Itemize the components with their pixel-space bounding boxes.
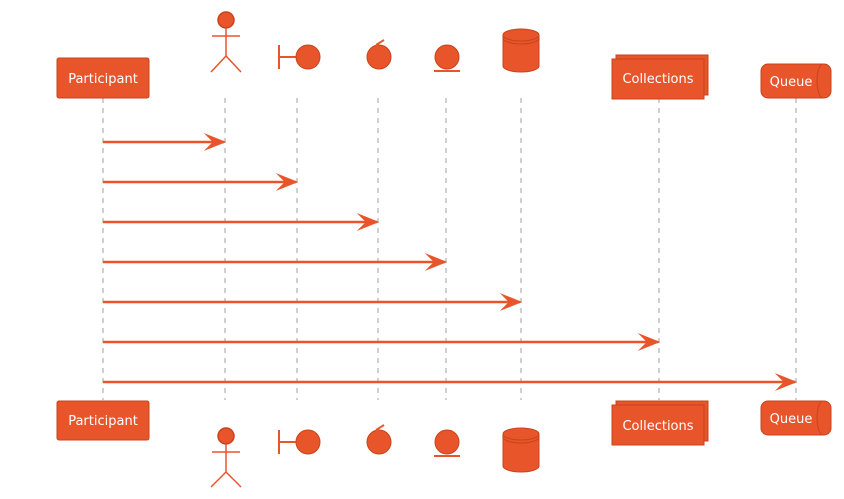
- collections-box-bottom: Collections: [611, 400, 709, 446]
- participant-box-top: Participant: [56, 57, 150, 99]
- collections-label-bottom: Collections: [622, 419, 693, 434]
- collections-box-top: Collections: [611, 54, 709, 100]
- control-icon-bottom: [366, 424, 392, 455]
- participant-box-bottom: Participant: [56, 400, 150, 441]
- boundary-icon-top: [278, 44, 321, 70]
- queue-box-bottom: Queue: [760, 400, 832, 436]
- database-icon-top: [502, 28, 540, 73]
- database-icon-bottom: [502, 427, 540, 473]
- actor-icon-bottom: [210, 427, 242, 488]
- collections-label-top: Collections: [622, 72, 693, 87]
- lifelines: [102, 98, 797, 400]
- queue-label-bottom: Queue: [770, 412, 813, 427]
- entity-icon-bottom: [434, 429, 460, 457]
- participant-label-top: Participant: [68, 72, 138, 87]
- participant-label-bottom: Participant: [68, 414, 138, 429]
- control-icon-top: [366, 39, 392, 70]
- actor-icon-top: [210, 11, 242, 73]
- queue-box-top: Queue: [760, 63, 832, 99]
- queue-label-top: Queue: [770, 75, 813, 90]
- entity-icon-top: [434, 44, 460, 72]
- messages: [103, 133, 798, 391]
- boundary-icon-bottom: [278, 429, 321, 455]
